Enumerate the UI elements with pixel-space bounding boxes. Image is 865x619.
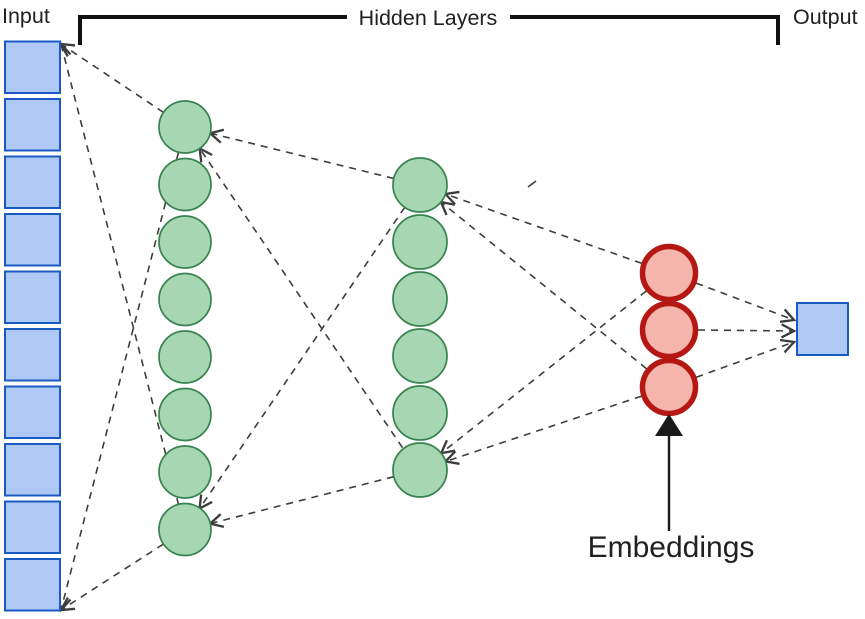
input-node xyxy=(4,443,61,497)
input-node xyxy=(4,155,61,209)
input-node xyxy=(4,328,61,382)
input-node xyxy=(4,385,61,439)
dashed-connector xyxy=(207,128,394,180)
embeddings-node xyxy=(639,243,699,303)
dashed-connector xyxy=(207,475,394,529)
embeddings-label: Embeddings xyxy=(588,531,755,564)
hidden-2-node xyxy=(392,385,448,441)
dashed-connector xyxy=(697,323,797,339)
dashed-connector xyxy=(443,395,642,465)
stray-mark xyxy=(527,180,537,188)
dashed-connector xyxy=(443,190,642,265)
hidden-2-node xyxy=(392,271,448,327)
input-node xyxy=(4,40,61,94)
hidden-1-node xyxy=(158,215,212,269)
hidden-layers-bracket-left xyxy=(78,15,347,45)
hidden-2-node xyxy=(392,214,448,270)
input-node xyxy=(4,98,61,152)
hidden-1-node xyxy=(158,100,212,154)
input-node xyxy=(4,500,61,554)
output-node xyxy=(796,302,849,356)
dashed-connector xyxy=(58,543,164,612)
network-nodes xyxy=(4,40,849,612)
hidden-1-node xyxy=(158,330,212,384)
hidden-1-node xyxy=(158,502,212,557)
hidden-layers-label: Hidden Layers xyxy=(359,6,498,30)
hidden-1-node xyxy=(158,387,212,442)
hidden-2-node xyxy=(392,328,448,384)
connector-lines xyxy=(56,41,797,613)
embeddings-node xyxy=(639,357,699,417)
embeddings-arrowhead-icon xyxy=(655,414,683,436)
dashed-connector xyxy=(56,41,180,505)
embeddings-node xyxy=(639,300,699,360)
dashed-connector xyxy=(695,282,797,323)
input-node xyxy=(4,270,61,324)
hidden-2-node xyxy=(392,157,448,213)
dashed-connector xyxy=(198,146,404,449)
dashed-connector xyxy=(56,152,180,613)
dashed-connector xyxy=(198,206,406,511)
dashed-connector xyxy=(439,290,647,455)
hidden-2-node xyxy=(392,442,448,498)
input-node xyxy=(4,558,61,612)
hidden-layers-bracket-right xyxy=(510,15,780,45)
hidden-1-node xyxy=(158,157,212,212)
dashed-connector xyxy=(696,338,797,378)
dashed-connector xyxy=(58,42,164,114)
output-label: Output xyxy=(793,5,858,29)
hidden-1-node xyxy=(158,272,212,327)
input-label: Input xyxy=(2,4,50,28)
input-node xyxy=(4,213,61,267)
dashed-connector xyxy=(439,200,648,370)
hidden-1-node xyxy=(158,445,212,499)
